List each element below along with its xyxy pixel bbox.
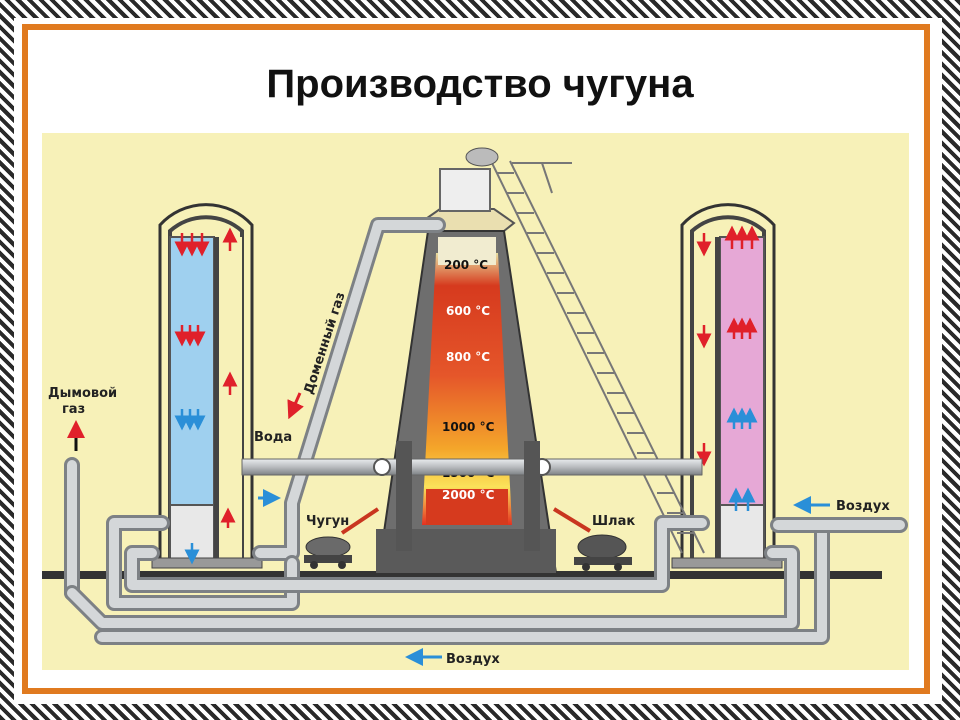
- label-air-bottom: Воздух: [446, 652, 500, 667]
- skip-hoist-incline: [491, 160, 705, 554]
- label-air-right: Воздух: [836, 499, 890, 514]
- ground-line: [42, 571, 882, 579]
- label-slag: Шлак: [592, 514, 635, 529]
- label-iron: Чугун: [306, 514, 349, 529]
- right-stove-arrows: [696, 225, 760, 511]
- flow-arrows: [67, 392, 830, 666]
- temp-label: 800 °C: [446, 350, 490, 364]
- page-title: Производство чугуна: [266, 62, 694, 106]
- slag-ladle: [552, 507, 632, 571]
- orange-border: [22, 24, 930, 694]
- temp-label: 600 °C: [446, 304, 490, 318]
- tuyere-valves: [373, 441, 551, 551]
- right-hot-blast-stove: [671, 203, 783, 569]
- pipes: [64, 217, 908, 645]
- label-water: Вода: [254, 430, 292, 445]
- temp-label: 2000 °C: [442, 488, 495, 502]
- left-hot-blast-stove: [151, 203, 263, 569]
- iron-ladle: [304, 507, 380, 569]
- temp-label: 1000 °C: [442, 420, 495, 434]
- label-smoke-gas: Дымовой: [48, 386, 117, 401]
- blast-furnace: [376, 147, 558, 574]
- left-stove-arrows: [174, 227, 238, 565]
- blast-furnace-diagram: 200 °C 600 °C 800 °C 1000 °C 1500 °C 200…: [42, 133, 909, 670]
- label-smoke-gas-2: газ: [62, 402, 85, 417]
- temp-label: 200 °C: [444, 258, 488, 272]
